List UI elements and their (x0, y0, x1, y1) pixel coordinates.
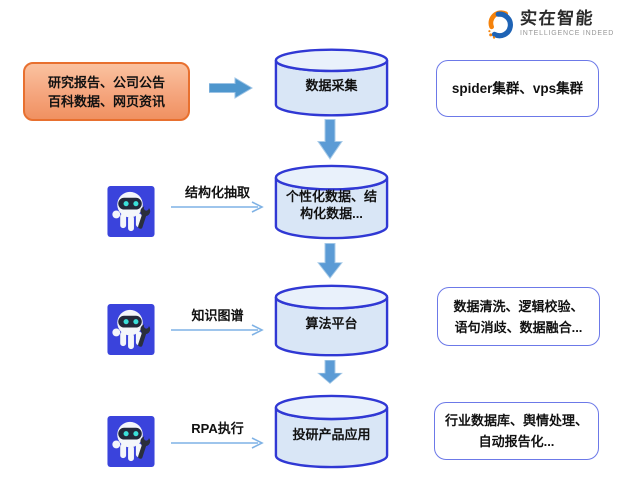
robot-octopus-icon (107, 186, 155, 237)
brand-name: 实在智能 (519, 9, 595, 28)
note-line1: spider集群、vps集群 (451, 81, 584, 96)
stage-title-line2: 构化数据... (300, 206, 363, 221)
cylinder-shape (273, 163, 390, 241)
note-box-data-cleaning: 数据清洗、逻辑校验、 语句消歧、数据融合... (437, 287, 600, 346)
thin-arrow-right-icon (171, 437, 264, 449)
note-box-industry-database: 行业数据库、舆情处理、 自动报告化... (434, 402, 599, 460)
stage-title: 数据采集 (305, 78, 358, 93)
process-label-knowledge-graph: 知识图谱 (191, 308, 244, 323)
note-line2: 语句消歧、数据融合... (454, 319, 583, 335)
process-label-structured-extraction: 结构化抽取 (184, 185, 250, 200)
data-sources-box: 研究报告、公司公告 百科数据、网页资讯 (23, 62, 190, 121)
cylinder-shape (273, 47, 390, 118)
stage-title: 投研产品应用 (292, 427, 371, 442)
flow-arrow-right-icon (209, 77, 253, 99)
cylinder-shape (273, 393, 390, 470)
stage-cylinder-data-collect: 数据采集 (273, 47, 390, 118)
thin-arrow-right-icon (171, 324, 264, 336)
note-line1: 数据清洗、逻辑校验、 (453, 298, 584, 314)
stage-cylinder-research-product: 投研产品应用 (273, 393, 390, 470)
robot-octopus-icon (107, 304, 155, 355)
flow-arrow-down-icon (317, 119, 343, 160)
data-sources-line1: 研究报告、公司公告 (47, 74, 165, 90)
stage-title: 算法平台 (305, 316, 358, 331)
flow-arrow-down-icon (317, 243, 343, 279)
logo-text: 实在智能 INTELLIGENCE INDEED (519, 9, 615, 37)
stage-cylinder-personalized-data: 个性化数据、结 构化数据... (273, 163, 390, 241)
stage-cylinder-algorithm-platform: 算法平台 (273, 283, 390, 358)
cylinder-shape (273, 283, 390, 358)
note-line1: 行业数据库、舆情处理、 (444, 413, 588, 428)
flow-arrow-down-icon (317, 360, 343, 384)
brand-logo: 实在智能 INTELLIGENCE INDEED (486, 9, 614, 40)
data-sources-line2: 百科数据、网页资讯 (47, 93, 165, 109)
note-box-spider-cluster: spider集群、vps集群 (436, 60, 599, 117)
brand-tagline: INTELLIGENCE INDEED (520, 30, 615, 37)
stage-title: 个性化数据、结 构化数据... (277, 177, 386, 233)
robot-octopus-icon (107, 416, 155, 467)
thin-arrow-right-icon (171, 201, 264, 213)
logo-swirl-icon (488, 10, 513, 39)
note-line2: 自动报告化... (478, 434, 555, 449)
process-label-rpa-execution: RPA执行 (191, 421, 244, 436)
stage-title-line1: 个性化数据、结 (285, 189, 377, 204)
